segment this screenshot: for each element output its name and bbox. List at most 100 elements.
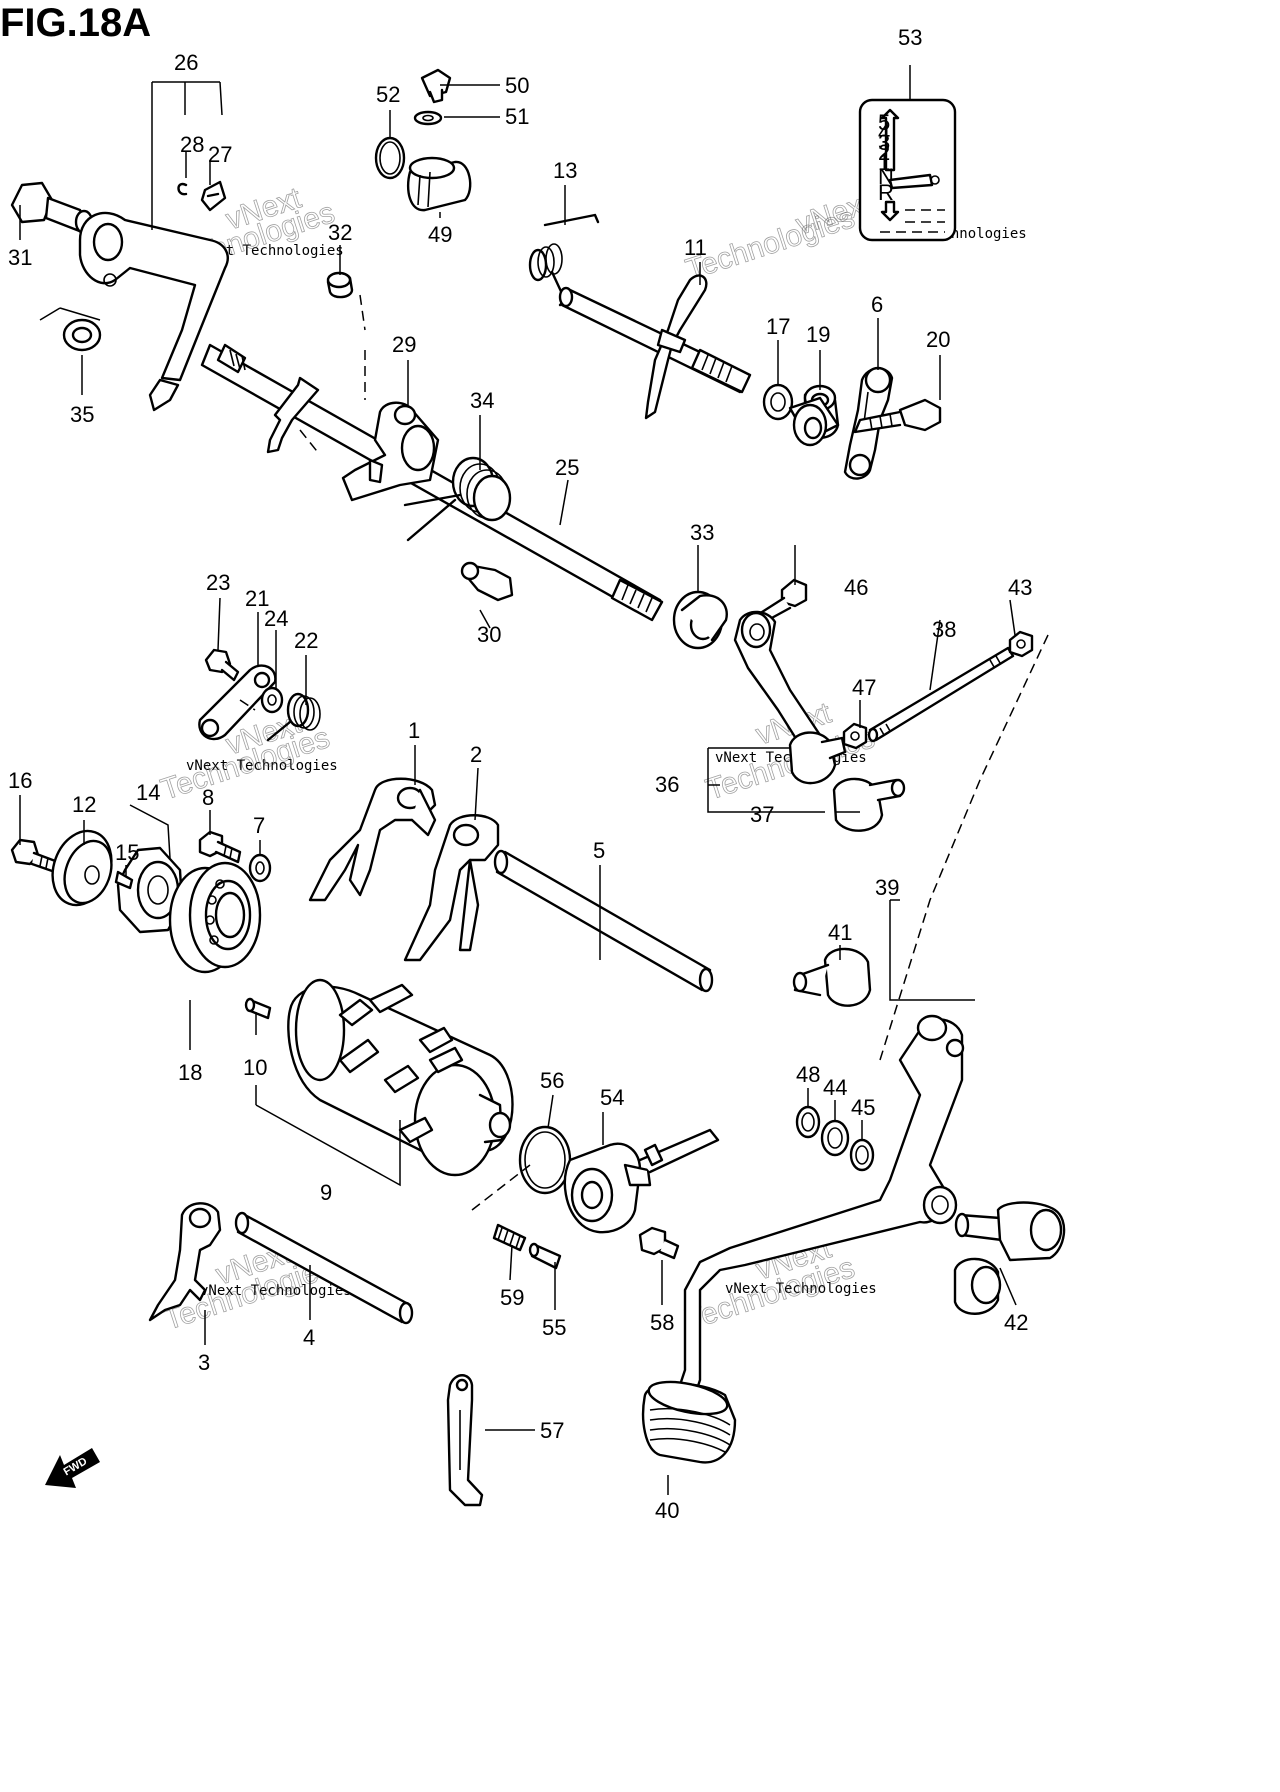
part-2-fork bbox=[403, 814, 500, 962]
part-4-shaft bbox=[234, 1211, 414, 1325]
decal-gear-1: 1 bbox=[878, 150, 890, 175]
callout-4: 4 bbox=[303, 1325, 315, 1350]
part-30-stopper-bolt bbox=[460, 561, 514, 602]
callout-18: 18 bbox=[178, 1060, 202, 1085]
decal-reverse: R bbox=[878, 180, 894, 205]
callout-13: 13 bbox=[553, 158, 577, 183]
part-13-spring bbox=[528, 213, 600, 307]
decal-gear-5: 5 bbox=[878, 110, 890, 135]
callout-16: 16 bbox=[8, 768, 32, 793]
part-50-bolt bbox=[420, 68, 452, 104]
part-3-fork bbox=[148, 1202, 222, 1322]
part-43-nut bbox=[1008, 630, 1034, 658]
part-48-clip bbox=[795, 1105, 821, 1139]
decal-gear-3: 3 bbox=[878, 130, 890, 155]
callout-29: 29 bbox=[392, 332, 416, 357]
callout-5: 5 bbox=[593, 838, 605, 863]
part-54-sensor bbox=[563, 1128, 720, 1234]
callout-24: 24 bbox=[264, 606, 288, 631]
part-44-washer bbox=[820, 1119, 850, 1157]
decal-gear-4: 4 bbox=[878, 120, 890, 145]
part-27-spring bbox=[200, 180, 227, 212]
part-37-rod-end bbox=[832, 777, 906, 832]
callout-15: 15 bbox=[115, 840, 139, 865]
part-51-washer bbox=[413, 110, 443, 126]
callout-6: 6 bbox=[871, 292, 883, 317]
part-11-shaft bbox=[558, 274, 752, 420]
part-8-bolt bbox=[198, 830, 242, 864]
part-18-bearing bbox=[168, 861, 262, 974]
callout-52: 52 bbox=[376, 82, 400, 107]
callout-26: 26 bbox=[174, 50, 198, 75]
part-53-decal: 5 4 3 2 1 N R bbox=[858, 98, 957, 242]
callout-1: 1 bbox=[408, 718, 420, 743]
part-55-pin bbox=[528, 1242, 562, 1270]
part-25-shift-shaft bbox=[200, 343, 664, 622]
part-12-cam-plate bbox=[51, 829, 113, 907]
callout-25: 25 bbox=[555, 455, 579, 480]
watermark-text: vNext Technologies bbox=[725, 1281, 877, 1297]
callout-19: 19 bbox=[806, 322, 830, 347]
callout-30: 30 bbox=[477, 622, 501, 647]
part-49-plug bbox=[406, 156, 472, 212]
part-7-washer bbox=[248, 853, 272, 883]
callout-9: 9 bbox=[320, 1180, 332, 1205]
part-29-plate bbox=[341, 401, 440, 502]
callout-23: 23 bbox=[206, 570, 230, 595]
callout-28: 28 bbox=[180, 132, 204, 157]
callout-41: 41 bbox=[828, 920, 852, 945]
watermark-text: vNext Technologies bbox=[200, 1283, 352, 1299]
callout-46: 46 bbox=[844, 575, 868, 600]
part-58-bolt bbox=[638, 1226, 680, 1260]
part-22-spring bbox=[266, 692, 321, 742]
part-21-plate bbox=[198, 664, 277, 741]
callout-17: 17 bbox=[766, 314, 790, 339]
callout-45: 45 bbox=[851, 1095, 875, 1120]
part-34-spring bbox=[403, 456, 512, 542]
part-39-pedal bbox=[673, 1014, 965, 1412]
callout-12: 12 bbox=[72, 792, 96, 817]
part-38-rod bbox=[867, 646, 1015, 743]
callout-20: 20 bbox=[926, 327, 950, 352]
callout-51: 51 bbox=[505, 104, 529, 129]
callout-27: 27 bbox=[208, 142, 232, 167]
callout-58: 58 bbox=[650, 1310, 674, 1335]
callout-42: 42 bbox=[1004, 1310, 1028, 1335]
part-20-bolt bbox=[853, 398, 942, 434]
callout-38: 38 bbox=[932, 617, 956, 642]
part-23-bolt bbox=[204, 648, 240, 682]
part-36-rod-end bbox=[733, 610, 847, 785]
part-32-bush bbox=[326, 271, 354, 299]
callout-21: 21 bbox=[245, 586, 269, 611]
callout-40: 40 bbox=[655, 1498, 679, 1523]
callout-44: 44 bbox=[823, 1075, 847, 1100]
part-9-shift-cam bbox=[287, 978, 514, 1177]
part-57-guide bbox=[446, 1374, 484, 1507]
callout-33: 33 bbox=[690, 520, 714, 545]
part-28-circlip bbox=[177, 182, 188, 196]
callout-11: 11 bbox=[684, 235, 707, 260]
part-40-pedal-rubber bbox=[641, 1380, 737, 1464]
callout-49: 49 bbox=[428, 222, 452, 247]
callout-36: 36 bbox=[655, 772, 679, 797]
callout-14: 14 bbox=[136, 780, 160, 805]
callout-2: 2 bbox=[470, 742, 482, 767]
callout-53: 53 bbox=[898, 25, 922, 50]
part-10-pin bbox=[244, 997, 272, 1020]
callout-37: 37 bbox=[750, 802, 774, 827]
part-35-washer bbox=[62, 318, 102, 352]
callout-8: 8 bbox=[202, 785, 214, 810]
callout-7: 7 bbox=[253, 813, 265, 838]
part-52-o-ring bbox=[374, 136, 406, 180]
callout-3: 3 bbox=[198, 1350, 210, 1375]
figure-title: FIG.18A bbox=[0, 1, 151, 45]
part-45-washer bbox=[849, 1138, 875, 1172]
part-31-bolt bbox=[10, 181, 94, 235]
callout-39: 39 bbox=[875, 875, 899, 900]
callout-47: 47 bbox=[852, 675, 876, 700]
callout-57: 57 bbox=[540, 1418, 564, 1443]
callout-54: 54 bbox=[600, 1085, 624, 1110]
callout-50: 50 bbox=[505, 73, 529, 98]
part-17-washer bbox=[762, 383, 794, 421]
